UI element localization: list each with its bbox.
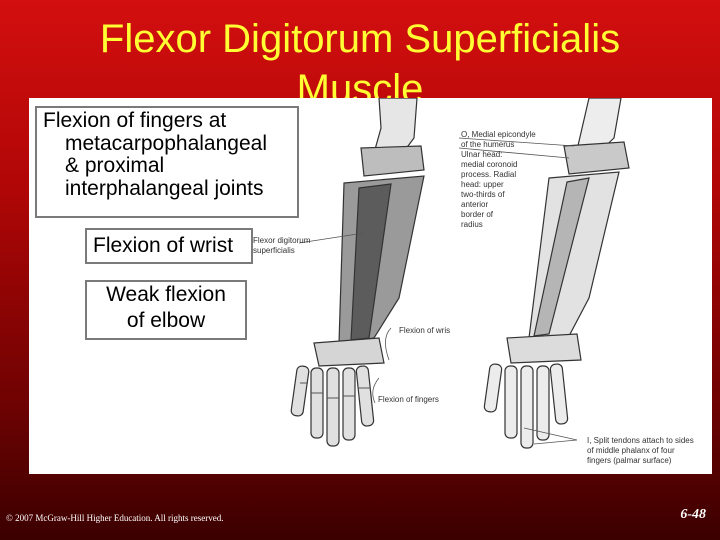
callout-elbow-flexion: Weak flexion of elbow (85, 280, 247, 340)
origin-line-2: of the humerus (461, 140, 536, 150)
origin-line-1: O, Medial epicondyle (461, 130, 536, 140)
label-flexion-fingers: Flexion of fingers (378, 395, 439, 405)
label-flexion-wrist: Flexion of wris (399, 326, 450, 336)
callout-finger-flexion: Flexion of fingers at metacarpophalangea… (35, 106, 299, 218)
callout-wrist-text: Flexion of wrist (93, 234, 233, 257)
anatomy-figure: Flexion of fingers at metacarpophalangea… (29, 98, 712, 474)
callout-finger-line-4: interphalangeal joints (43, 178, 291, 201)
label-muscle-line-1: Flexor digitorum (253, 236, 310, 246)
origin-line-9: border of (461, 210, 536, 220)
insertion-line-2: of middle phalanx of four (587, 446, 694, 456)
left-forearm-drawing (291, 98, 424, 446)
origin-line-3: Ulnar head: (461, 150, 536, 160)
callout-wrist-flexion: Flexion of wrist (85, 228, 253, 264)
copyright-footer: © 2007 McGraw-Hill Higher Education. All… (6, 513, 224, 523)
callout-finger-line-1: Flexion of fingers at (43, 110, 291, 133)
callout-finger-line-2: metacarpophalangeal (43, 133, 291, 156)
insertion-line-3: fingers (palmar surface) (587, 456, 694, 466)
origin-line-8: anterior (461, 200, 536, 210)
origin-line-7: two-thirds of (461, 190, 536, 200)
callout-elbow-line-1: Weak flexion (87, 282, 245, 308)
origin-line-4: medial coronoid (461, 160, 536, 170)
label-muscle-name: Flexor digitorum superficialis (253, 236, 310, 256)
callout-elbow-line-2: of elbow (87, 308, 245, 334)
origin-line-6: head: upper (461, 180, 536, 190)
callout-finger-line-3: & proximal (43, 155, 291, 178)
insertion-line-1: I, Split tendons attach to sides (587, 436, 694, 446)
label-insertion: I, Split tendons attach to sides of midd… (587, 436, 694, 466)
slide-title-line-1: Flexor Digitorum Superficialis (0, 14, 720, 64)
label-muscle-line-2: superficialis (253, 246, 310, 256)
page-number: 6-48 (680, 507, 706, 523)
origin-line-5: process. Radial (461, 170, 536, 180)
label-origin: O, Medial epicondyle of the humerus Ulna… (461, 130, 536, 230)
origin-line-10: radius (461, 220, 536, 230)
